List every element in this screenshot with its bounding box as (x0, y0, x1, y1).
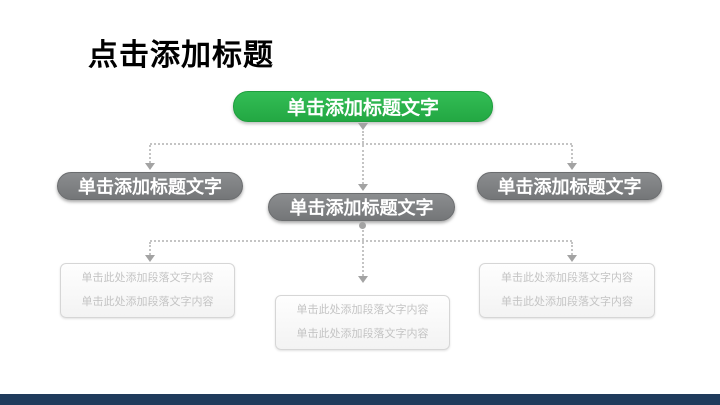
connector-bottom-left-drop (149, 242, 151, 255)
connector-bottom-center-drop (362, 242, 364, 276)
content-line: 单击此处添加段落文字内容 (296, 304, 429, 316)
connector-center-stem (362, 230, 364, 240)
content-line: 单击此处添加段落文字内容 (81, 296, 214, 308)
arrowhead-down-icon (567, 163, 577, 170)
arrowhead-down-icon (567, 255, 577, 262)
org-chart-root-node[interactable]: 单击添加标题文字 (233, 91, 493, 122)
content-line: 单击此处添加段落文字内容 (501, 296, 633, 308)
content-box-center[interactable]: 单击此处添加段落文字内容 单击此处添加段落文字内容 (275, 295, 450, 350)
footer-accent-bar (0, 394, 720, 405)
org-chart-branch-node-center[interactable]: 单击添加标题文字 (268, 193, 455, 221)
connector-bottom-rail (150, 240, 572, 242)
arrowhead-down-icon (145, 163, 155, 170)
content-line: 单击此处添加段落文字内容 (81, 272, 214, 284)
connector-root-stem (362, 131, 364, 143)
content-line: 单击此处添加段落文字内容 (296, 328, 429, 340)
connector-dot-icon (359, 222, 366, 229)
arrowhead-down-icon (358, 123, 368, 130)
connector-top-left-drop (149, 145, 151, 163)
org-chart-branch-node-right[interactable]: 单击添加标题文字 (477, 172, 662, 200)
arrowhead-down-icon (358, 276, 368, 283)
connector-bottom-right-drop (571, 242, 573, 255)
org-chart-branch-node-left[interactable]: 单击添加标题文字 (57, 172, 243, 200)
slide-title[interactable]: 点击添加标题 (88, 39, 274, 72)
connector-top-right-drop (571, 145, 573, 163)
connector-top-center-drop (362, 145, 364, 184)
content-box-left[interactable]: 单击此处添加段落文字内容 单击此处添加段落文字内容 (60, 263, 235, 318)
arrowhead-down-icon (145, 255, 155, 262)
content-line: 单击此处添加段落文字内容 (501, 272, 633, 284)
arrowhead-down-icon (358, 184, 368, 191)
connector-top-rail (150, 143, 572, 145)
content-box-right[interactable]: 单击此处添加段落文字内容 单击此处添加段落文字内容 (479, 263, 655, 318)
